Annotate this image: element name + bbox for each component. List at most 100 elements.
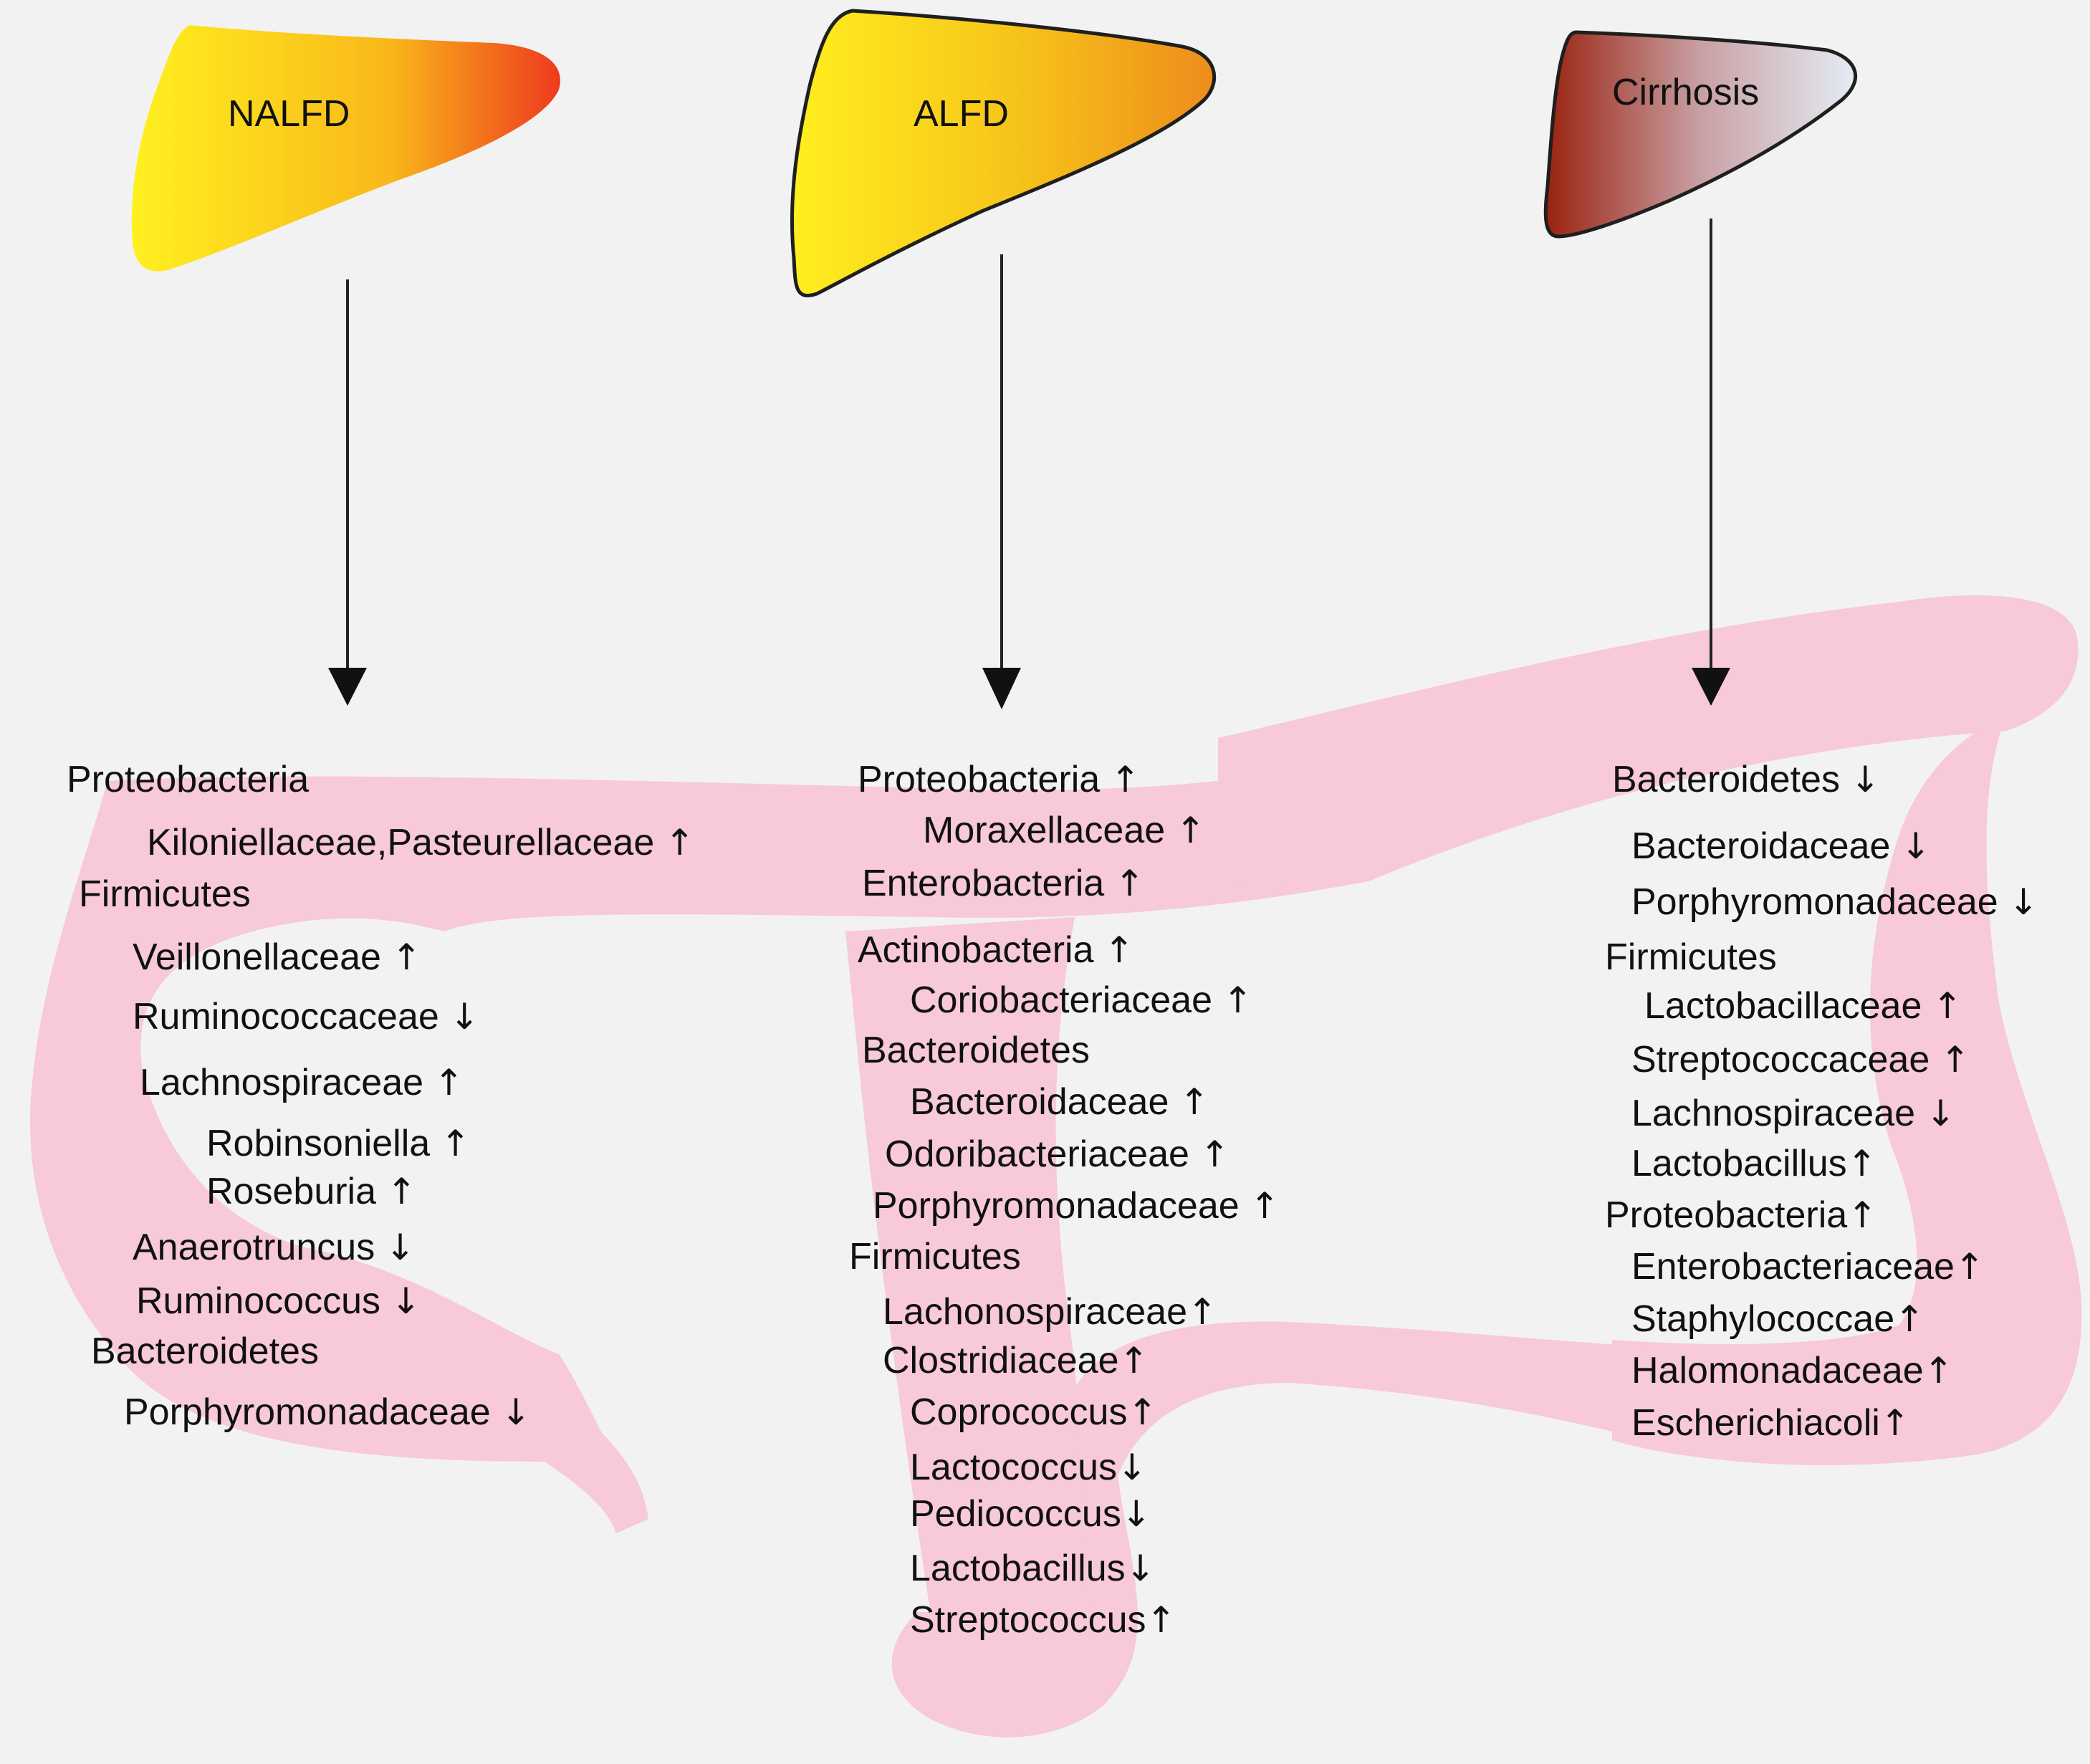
- taxon-item: Bacteroidaceae ↑: [910, 1083, 1209, 1121]
- change-indicator: ↑: [1923, 1350, 1954, 1391]
- alfd-label: ALFD: [914, 93, 1009, 135]
- change-indicator: ↓: [385, 1227, 416, 1268]
- change-indicator: ↑: [1940, 1039, 1970, 1080]
- taxon-name: Lachnospiraceae: [140, 1062, 424, 1103]
- taxon-name: Ruminococcus: [136, 1280, 381, 1322]
- taxon-item: Lactobacillus↓: [910, 1550, 1156, 1587]
- taxon-name: Firmicutes: [1605, 936, 1777, 978]
- nalfd-label: NALFD: [228, 93, 350, 135]
- taxon-name: Streptococcaceae: [1631, 1039, 1930, 1080]
- taxon-name: Ruminococcaceae: [133, 996, 439, 1037]
- taxon-name: Moraxellaceae: [923, 810, 1166, 851]
- change-indicator: ↑: [1114, 863, 1145, 904]
- taxon-item: Odoribacteriaceae ↑: [885, 1136, 1229, 1173]
- change-indicator: ↑: [440, 1123, 471, 1164]
- taxon-name: Pediococcus: [910, 1493, 1121, 1535]
- taxon-item: Lactococcus↓: [910, 1449, 1147, 1486]
- change-indicator: ↑: [1932, 985, 1962, 1027]
- change-indicator: ↓: [1925, 1093, 1956, 1134]
- change-indicator: ↑: [1187, 1291, 1217, 1333]
- taxon-item: Lachnospiraceae ↑: [140, 1064, 464, 1101]
- taxon-item: Pediococcus↓: [910, 1495, 1151, 1533]
- taxon-name: Bacteroidaceae: [1631, 825, 1891, 867]
- change-indicator: ↓: [449, 996, 480, 1037]
- cirrhosis-arrow: [1692, 219, 1730, 706]
- taxon-item: Veillonellaceae ↑: [133, 939, 421, 976]
- change-indicator: ↑: [1146, 1599, 1176, 1641]
- change-indicator: ↓: [2008, 881, 2039, 923]
- taxon-name: Staphylococcae: [1631, 1298, 1895, 1340]
- change-indicator: ↑: [391, 936, 422, 978]
- taxon-name: Veillonellaceae: [133, 936, 381, 978]
- taxon-item: Streptococcus↑: [910, 1601, 1176, 1639]
- nalfd-arrow: [328, 279, 367, 706]
- taxon-name: Porphyromonadaceae: [124, 1391, 491, 1433]
- change-indicator: ↓: [1850, 759, 1881, 800]
- taxon-name: Proteobacteria: [67, 759, 310, 800]
- intestine-shape: [29, 595, 2082, 1737]
- nalfd-liver-icon: [131, 25, 560, 272]
- taxon-name: Anaerotruncus: [133, 1227, 375, 1268]
- taxon-item: Proteobacteria↑: [1605, 1197, 1877, 1234]
- taxon-name: Porphyromonadaceae: [1631, 881, 1998, 923]
- taxon-item: Firmicutes: [1605, 939, 1777, 976]
- taxon-item: Clostridiaceae↑: [883, 1342, 1149, 1379]
- taxon-item: Enterobacteriaceae↑: [1631, 1248, 1985, 1285]
- taxon-name: Escherichiacoli: [1631, 1402, 1880, 1444]
- taxon-item: Ruminococcaceae ↓: [133, 998, 479, 1035]
- taxon-item: Proteobacteria ↑: [858, 761, 1141, 798]
- taxon-item: Actinobacteria ↑: [858, 931, 1134, 969]
- taxon-name: Lactobacillus: [1631, 1143, 1847, 1184]
- change-indicator: ↑: [1179, 1081, 1209, 1123]
- taxon-name: Lactobacillus: [910, 1548, 1126, 1589]
- taxon-item: Lactobacillus↑: [1631, 1145, 1877, 1182]
- taxon-name: Roseburia: [206, 1171, 377, 1212]
- taxon-name: Proteobacteria: [858, 759, 1101, 800]
- taxon-item: Staphylococcae↑: [1631, 1300, 1924, 1338]
- taxon-name: Firmicutes: [849, 1236, 1021, 1278]
- taxon-name: Robinsoniella: [206, 1123, 431, 1164]
- taxon-item: Robinsoniella ↑: [206, 1125, 471, 1162]
- change-indicator: ↑: [1879, 1402, 1910, 1444]
- change-indicator: ↑: [1250, 1185, 1280, 1227]
- change-indicator: ↑: [1103, 929, 1134, 971]
- taxon-item: Bacteroidetes ↓: [1612, 761, 1880, 798]
- taxon-item: Firmicutes: [79, 876, 251, 913]
- cirrhosis-liver-icon: [1543, 30, 1858, 239]
- taxon-name: Bacteroidetes: [862, 1030, 1090, 1071]
- taxon-name: Kiloniellaceae,Pasteurellaceae: [147, 822, 655, 863]
- taxon-name: Bacteroidetes: [91, 1331, 319, 1372]
- taxon-name: Lactobacillaceae: [1644, 985, 1922, 1027]
- change-indicator: ↑: [1954, 1246, 1985, 1288]
- taxon-name: Porphyromonadaceae: [873, 1185, 1240, 1227]
- taxon-name: Firmicutes: [79, 873, 251, 915]
- change-indicator: ↓: [390, 1280, 421, 1322]
- taxon-item: Firmicutes: [849, 1238, 1021, 1275]
- taxon-item: Roseburia ↑: [206, 1173, 416, 1210]
- change-indicator: ↑: [1110, 759, 1141, 800]
- change-indicator: ↑: [1846, 1143, 1877, 1184]
- taxon-name: Streptococcus: [910, 1599, 1146, 1641]
- taxon-item: Coprococcus↑: [910, 1394, 1157, 1431]
- taxon-name: Clostridiaceae: [883, 1340, 1119, 1381]
- change-indicator: ↑: [1847, 1194, 1878, 1236]
- change-indicator: ↓: [1121, 1493, 1151, 1535]
- taxon-item: Streptococcaceae ↑: [1631, 1041, 1970, 1078]
- change-indicator: ↑: [1222, 979, 1253, 1021]
- taxon-item: Coriobacteriaceae ↑: [910, 982, 1252, 1019]
- taxon-name: Halomonadaceae: [1631, 1350, 1924, 1391]
- taxon-item: Porphyromonadaceae ↑: [873, 1187, 1280, 1224]
- change-indicator: ↓: [1117, 1447, 1147, 1488]
- taxon-item: Ruminococcus ↓: [136, 1283, 421, 1320]
- change-indicator: ↓: [1125, 1548, 1156, 1589]
- taxon-item: Moraxellaceae ↑: [923, 812, 1206, 849]
- change-indicator: ↑: [386, 1171, 417, 1212]
- alfd-liver-icon: [790, 9, 1217, 297]
- taxon-item: Porphyromonadaceae ↓: [1631, 883, 2038, 921]
- taxon-item: Enterobacteria ↑: [862, 865, 1145, 902]
- change-indicator: ↑: [1118, 1340, 1149, 1381]
- change-indicator: ↑: [1894, 1298, 1925, 1340]
- taxon-name: Bacteroidaceae: [910, 1081, 1169, 1123]
